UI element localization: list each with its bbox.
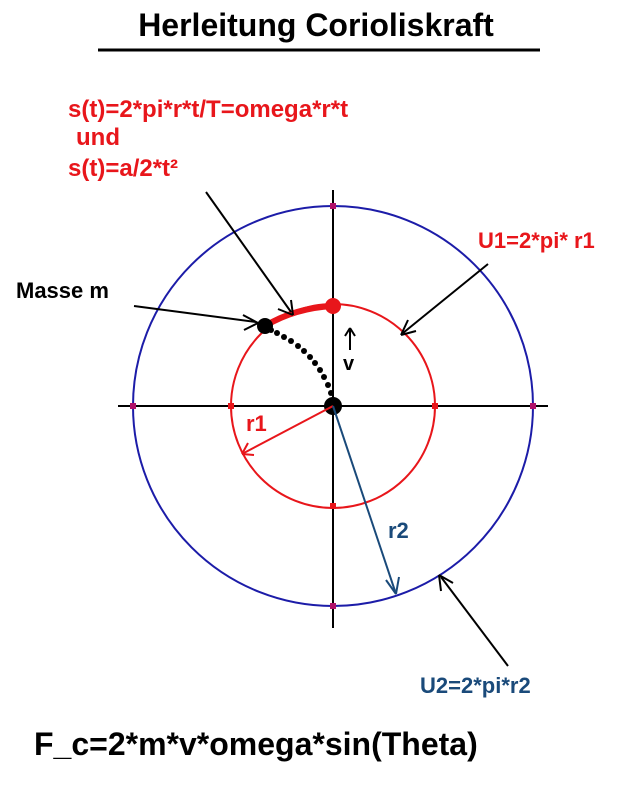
label-u2: U2=2*pi*r2 — [420, 673, 531, 698]
label-u1: U1=2*pi* r1 — [478, 228, 595, 253]
pointer-u2-arrowhead — [438, 574, 454, 592]
formula-coriolis-force: F_c=2*m*v*omega*sin(Theta) — [34, 726, 478, 762]
radius-r2-arrowhead — [385, 576, 400, 595]
pointer-u1-arrowhead — [400, 319, 417, 336]
pointer-mass — [133, 305, 257, 323]
start-point-red — [325, 298, 341, 314]
diagram-title: Herleitung Corioliskraft — [138, 7, 494, 43]
deflected-trajectory — [268, 327, 336, 403]
label-r2: r2 — [388, 518, 409, 543]
label-r1: r1 — [246, 411, 267, 436]
radius-r1-arrowhead — [241, 442, 255, 456]
mass-point — [257, 318, 273, 334]
velocity-arrowhead — [344, 327, 356, 337]
pointer-mass-arrowhead — [242, 314, 259, 331]
pointer-u2 — [440, 576, 509, 667]
label-mass: Masse m — [16, 278, 109, 303]
outer-tick-marks — [130, 203, 536, 609]
formula-s-line3: s(t)=a/2*t² — [68, 155, 178, 182]
pointer-formula-arrowhead — [277, 299, 294, 316]
formula-s-line1: s(t)=2*pi*r*t/T=omega*r*t — [68, 96, 348, 123]
pointer-formula-to-arc — [205, 191, 292, 313]
inner-tick-marks — [228, 403, 438, 509]
formula-s-line2: und — [76, 124, 120, 151]
label-v: v — [343, 353, 355, 375]
radius-r1-line — [241, 405, 334, 455]
radius-r2-line — [332, 405, 397, 595]
pointer-u1 — [402, 263, 489, 334]
arc-distance-s — [262, 303, 336, 329]
